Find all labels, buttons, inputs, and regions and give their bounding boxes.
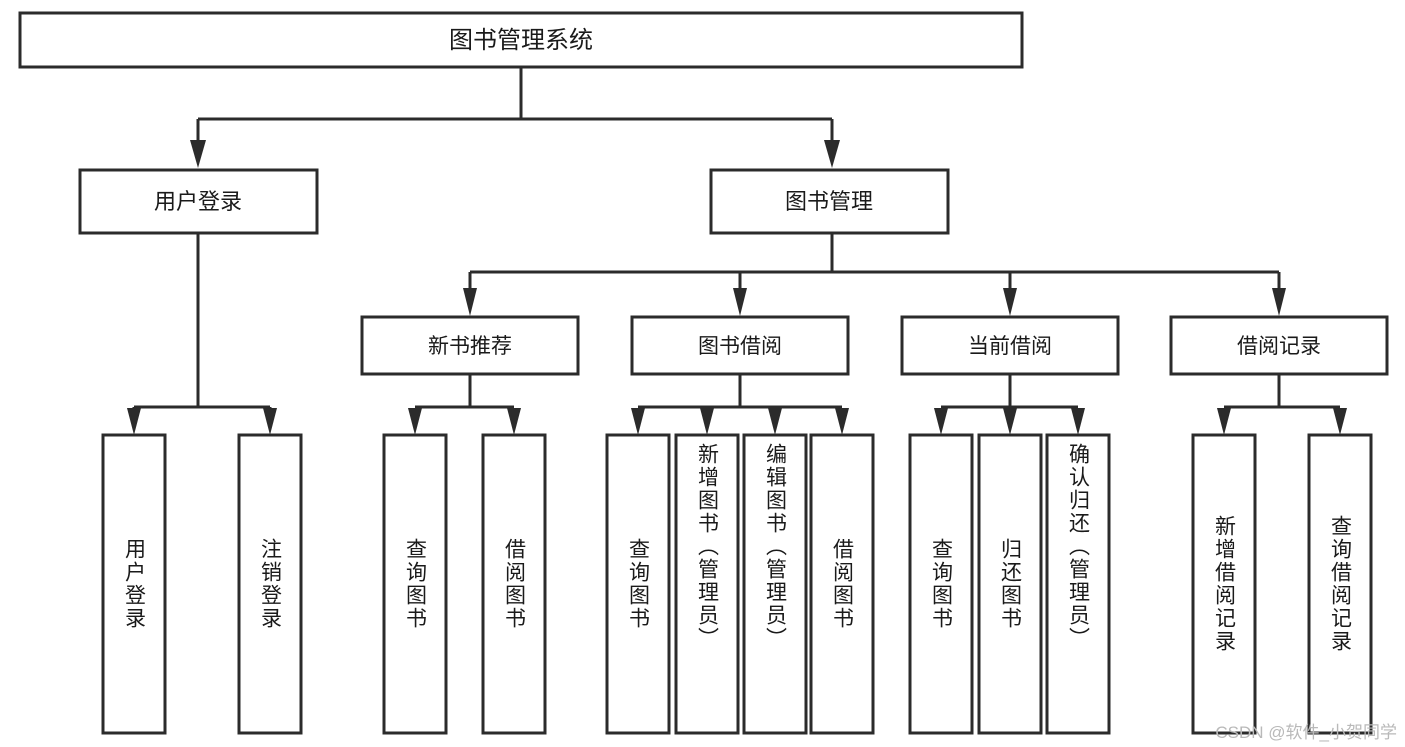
node-user-login[interactable]: 用户登录	[78, 168, 319, 235]
node-root-box[interactable]	[18, 11, 1024, 69]
arrow-head-new-book-rec	[463, 288, 477, 316]
node-leaf-rec-add-record-box[interactable]	[1191, 433, 1257, 735]
node-book-borrow[interactable]: 图书借阅	[630, 315, 850, 376]
node-borrow-record[interactable]: 借阅记录	[1169, 315, 1389, 376]
arrow-head-book-manage	[824, 140, 840, 168]
arrow-head-leaf-borrow-query-book	[631, 408, 645, 435]
arrow-head-leaf-user-login	[127, 408, 141, 435]
arrow-head-leaf-rec-query-record	[1333, 408, 1347, 435]
node-new-book-rec[interactable]: 新书推荐	[360, 315, 580, 376]
arrow-head-leaf-user-logout	[263, 408, 277, 435]
node-root-label: 图书管理系统	[449, 27, 593, 54]
arrow-head-leaf-borrow-borrow-book	[835, 408, 849, 435]
node-new-book-rec-box[interactable]	[360, 315, 580, 376]
node-current-borrow[interactable]: 当前借阅	[900, 315, 1120, 376]
node-leaf-user-login-box[interactable]	[101, 433, 167, 735]
connector-group	[127, 67, 1347, 435]
arrow-head-leaf-cur-query-book	[934, 408, 948, 435]
arrow-head-user-login	[190, 140, 206, 168]
arrow-head-leaf-borrow-add-book	[700, 408, 714, 435]
node-book-borrow-box[interactable]	[630, 315, 850, 376]
node-leaf-borrow-add-book-box[interactable]	[674, 433, 740, 735]
watermark: CSDN @软件_小贺同学	[1215, 723, 1397, 742]
node-new-book-rec-label: 新书推荐	[428, 335, 512, 358]
node-leaf-borrow-query-book-box[interactable]	[605, 433, 671, 735]
node-current-borrow-box[interactable]	[900, 315, 1120, 376]
node-leaf-user-logout-box[interactable]	[237, 433, 303, 735]
node-book-manage-box[interactable]	[709, 168, 950, 235]
node-borrow-record-label: 借阅记录	[1237, 335, 1321, 358]
node-leaf-cur-query-book-box[interactable]	[908, 433, 974, 735]
node-leaf-borrow-edit-book-box[interactable]	[742, 433, 808, 735]
node-user-login-label: 用户登录	[154, 189, 242, 214]
node-leaf-borrow-borrow-book-box[interactable]	[809, 433, 875, 735]
leaf-boxes	[101, 433, 1373, 735]
arrow-head-leaf-rec-query-book	[408, 408, 422, 435]
arrow-head-book-borrow	[733, 288, 747, 316]
node-borrow-record-box[interactable]	[1169, 315, 1389, 376]
node-leaf-cur-confirm-return-box[interactable]	[1045, 433, 1111, 735]
arrow-head-leaf-cur-confirm-return	[1071, 408, 1085, 435]
arrow-head-leaf-rec-borrow-book	[507, 408, 521, 435]
node-user-login-box[interactable]	[78, 168, 319, 235]
node-leaf-rec-query-book-box[interactable]	[382, 433, 448, 735]
node-leaf-rec-borrow-book-box[interactable]	[481, 433, 547, 735]
arrow-head-leaf-borrow-edit-book	[768, 408, 782, 435]
arrow-head-borrow-record	[1272, 288, 1286, 316]
node-book-manage[interactable]: 图书管理	[709, 168, 950, 235]
node-leaf-cur-return-book-box[interactable]	[977, 433, 1043, 735]
node-book-borrow-label: 图书借阅	[698, 335, 782, 358]
node-book-manage-label: 图书管理	[785, 189, 873, 214]
arrow-head-current-borrow	[1003, 288, 1017, 316]
node-root[interactable]: 图书管理系统	[18, 11, 1024, 69]
node-leaf-rec-query-record-box[interactable]	[1307, 433, 1373, 735]
arrow-head-leaf-cur-return-book	[1003, 408, 1017, 435]
arrow-head-leaf-rec-add-record	[1217, 408, 1231, 435]
node-current-borrow-label: 当前借阅	[968, 335, 1052, 358]
